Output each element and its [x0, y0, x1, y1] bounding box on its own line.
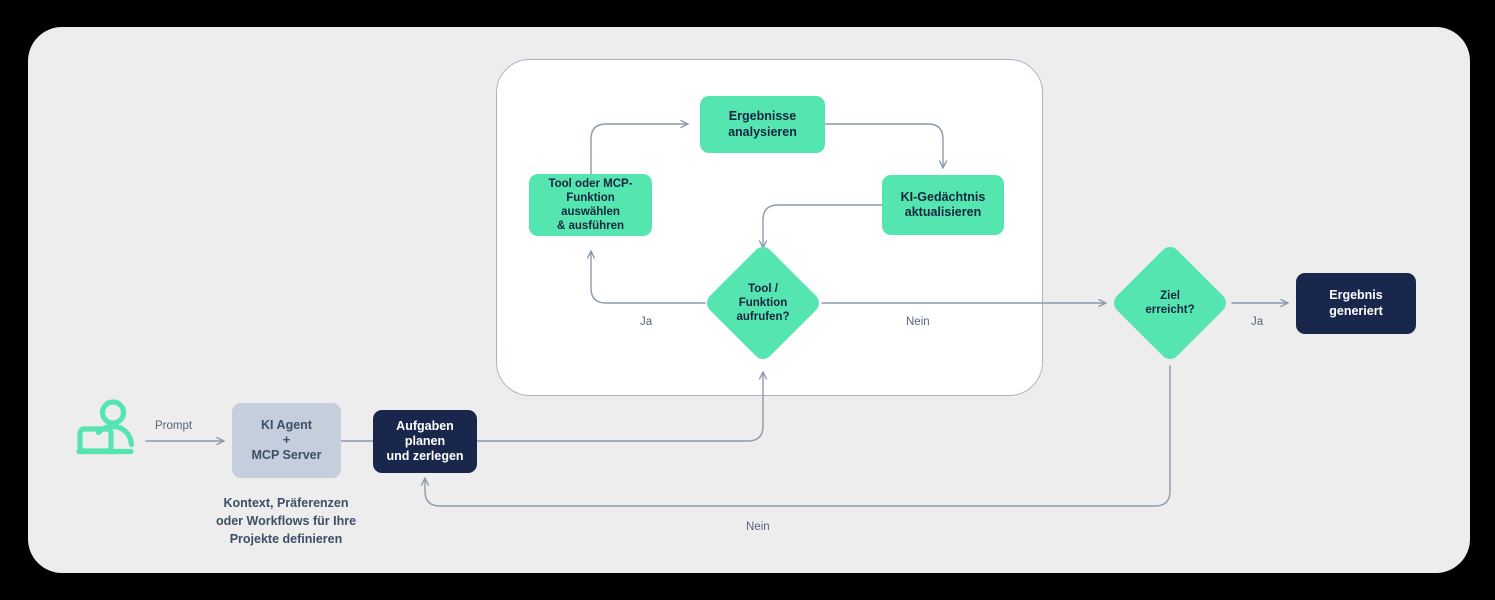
edge-plan-to-calltool — [476, 371, 763, 442]
edge-label-nein-tool: Nein — [906, 316, 930, 328]
node-ziel-erreicht[interactable]: Ziel erreicht? — [1109, 242, 1231, 364]
edge-calltool-ja-to-selecttool — [591, 250, 706, 304]
node-ergebnis-generiert[interactable]: Ergebnis generiert — [1296, 273, 1416, 334]
edge-label-nein-goal: Nein — [746, 521, 770, 533]
caption-context: Kontext, Präferenzen oder Workflows für … — [215, 496, 357, 547]
edge-goal-nein-to-plan — [425, 365, 1171, 507]
edge-memory-to-calltool — [763, 204, 883, 249]
edge-selecttool-to-analyze — [590, 124, 689, 175]
edge-analyze-to-memory — [824, 123, 943, 169]
node-tool-funktion-aufrufen[interactable]: Tool / Funktion aufrufen? — [702, 242, 824, 364]
node-label: Tool / Funktion aufrufen? — [736, 282, 790, 323]
person-at-desk-icon — [76, 399, 135, 455]
node-aufgaben-planen[interactable]: Aufgaben planen und zerlegen — [373, 410, 477, 473]
node-ki-gedaechtnis[interactable]: KI-Gedächtnis aktualisieren — [882, 175, 1004, 235]
edge-label-ja-tool: Ja — [640, 316, 653, 328]
node-ergebnisse-analysieren[interactable]: Ergebnisse analysieren — [700, 96, 825, 153]
node-label: Ziel erreicht? — [1145, 289, 1195, 316]
node-ki-agent[interactable]: KI Agent + MCP Server — [232, 403, 341, 478]
edge-label-ja-goal: Ja — [1251, 316, 1264, 328]
edge-label-prompt: Prompt — [155, 420, 193, 432]
node-tool-auswaehlen[interactable]: Tool oder MCP- Funktion auswählen & ausf… — [529, 174, 652, 236]
